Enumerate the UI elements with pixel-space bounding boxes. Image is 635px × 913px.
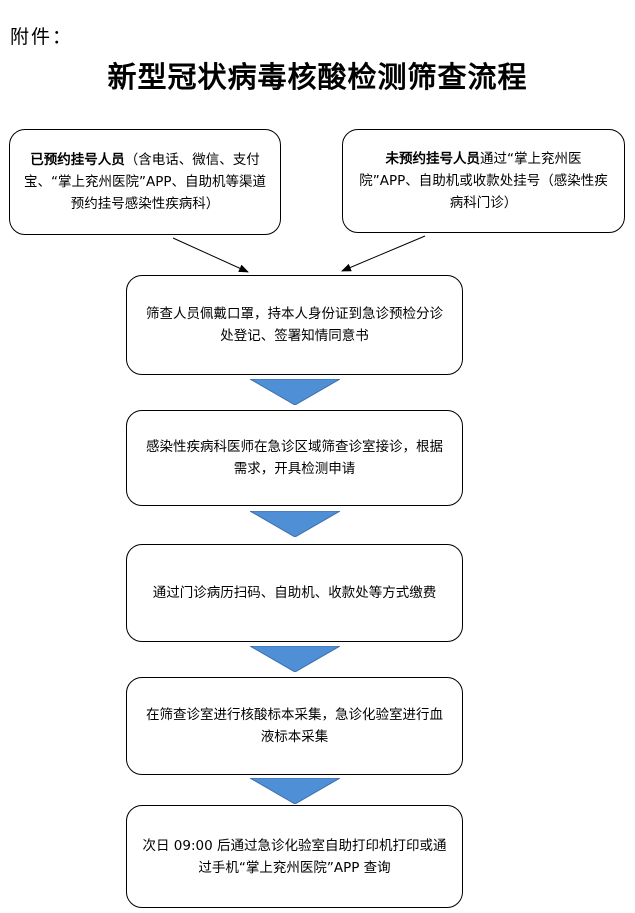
prebooked-title: 已预约挂号人员 — [30, 152, 125, 168]
attachment-label: 附件： — [10, 26, 74, 48]
step-4-text: 在筛查诊室进行核酸标本采集，急诊化验室进行血液标本采集 — [146, 707, 443, 745]
unbooked-patients-box: 未预约挂号人员通过“掌上兖州医院”APP、自助机或收款处挂号（感染性疾病科门诊） — [342, 129, 625, 233]
prebooked-desc: （含电话、微信、支付宝、“掌上兖州医院”APP、自助机等渠道预约挂号感染性疾病科… — [24, 152, 267, 212]
arrow-right-to-step1 — [341, 235, 426, 272]
step-1-box: 筛查人员佩戴口罩，持本人身份证到急诊预检分诊处登记、签署知情同意书 — [126, 275, 463, 375]
step-5-box: 次日 09:00 后通过急诊化验室自助打印机打印或通过手机“掌上兖州医院”APP… — [126, 805, 463, 908]
down-arrow-2 — [250, 511, 340, 537]
step-3-text: 通过门诊病历扫码、自助机、收款处等方式缴费 — [152, 585, 437, 601]
step-1-text: 筛查人员佩戴口罩，持本人身份证到急诊预检分诊处登记、签署知情同意书 — [146, 306, 443, 344]
unbooked-desc: 通过“掌上兖州医院”APP、自助机或收款处挂号（感染性疾病科门诊） — [359, 151, 608, 211]
step-2-box: 感染性疾病科医师在急诊区域筛查诊室接诊，根据需求，开具检测申请 — [126, 410, 463, 506]
page-title: 新型冠状病毒核酸检测筛查流程 — [107, 60, 528, 94]
step-3-box: 通过门诊病历扫码、自助机、收款处等方式缴费 — [126, 544, 463, 642]
step-5-text: 次日 09:00 后通过急诊化验室自助打印机打印或通过手机“掌上兖州医院”APP… — [142, 837, 447, 876]
step-2-text: 感染性疾病科医师在急诊区域筛查诊室接诊，根据需求，开具检测申请 — [146, 439, 443, 477]
step-4-box: 在筛查诊室进行核酸标本采集，急诊化验室进行血液标本采集 — [126, 677, 463, 775]
down-arrow-1 — [250, 379, 340, 405]
down-arrow-4 — [250, 778, 340, 804]
arrow-left-to-step1 — [172, 237, 249, 273]
down-arrow-3 — [250, 646, 340, 672]
prebooked-patients-box: 已预约挂号人员（含电话、微信、支付宝、“掌上兖州医院”APP、自助机等渠道预约挂… — [9, 129, 281, 235]
unbooked-title: 未预约挂号人员 — [385, 151, 481, 167]
